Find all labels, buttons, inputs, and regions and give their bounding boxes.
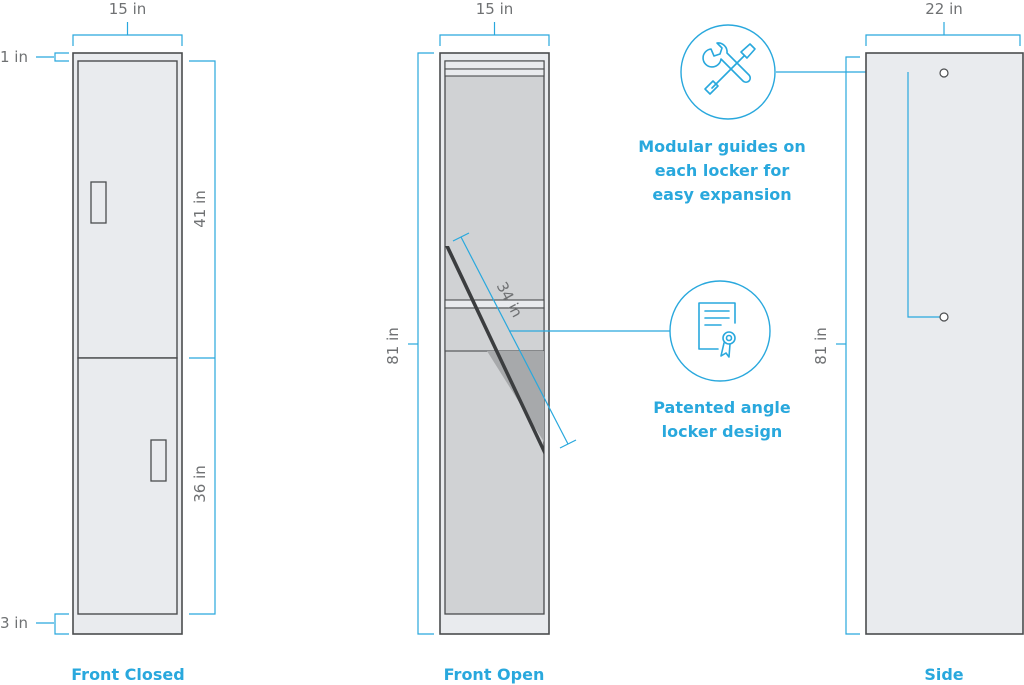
width-dimension-line bbox=[72, 22, 183, 46]
top-gap-bracket bbox=[36, 52, 69, 62]
patent-text-line-2: locker design bbox=[662, 422, 783, 441]
width-dimension-line bbox=[865, 22, 1021, 46]
door-height-dimension-line bbox=[189, 60, 216, 615]
side-height-label: 81 in bbox=[812, 327, 830, 365]
top-gap-label: 1 in bbox=[0, 48, 28, 66]
top-shelf-lip bbox=[444, 68, 545, 77]
caption-front-open: Front Open bbox=[444, 665, 545, 684]
width-dimension-line bbox=[439, 22, 550, 46]
caption-front-closed: Front Closed bbox=[71, 665, 184, 684]
front-open-height-label: 81 in bbox=[384, 327, 402, 365]
modular-text-line-1: Modular guides on bbox=[638, 137, 806, 156]
lower-guide-point bbox=[939, 312, 949, 322]
height-dimension-line bbox=[836, 56, 860, 635]
bottom-gap-bracket bbox=[36, 613, 69, 635]
bottom-gap-label: 3 in bbox=[0, 614, 28, 632]
angle-panel-dimension-line bbox=[452, 232, 577, 449]
front-open-view: 15 in 81 in 34 in Front Open bbox=[384, 0, 577, 684]
upper-guide-point bbox=[939, 68, 949, 78]
modular-callout: Modular guides on each locker for easy e… bbox=[638, 24, 944, 204]
modular-text-line-2: each locker for bbox=[655, 161, 790, 180]
side-width-label: 22 in bbox=[925, 0, 963, 18]
locker-side-panel bbox=[865, 52, 1024, 635]
front-closed-view: 15 in 1 in 3 in 41 in 36 in Front Closed bbox=[0, 0, 216, 684]
height-dimension-line bbox=[408, 52, 434, 635]
side-view: 22 in 81 in Side bbox=[812, 0, 1024, 684]
upper-door-height-label: 41 in bbox=[191, 190, 209, 228]
upper-door-handle bbox=[90, 181, 107, 224]
lower-door bbox=[77, 357, 178, 615]
angle-divider-panel bbox=[445, 246, 544, 455]
patent-callout: Patented angle locker design bbox=[509, 280, 791, 441]
front-open-width-label: 15 in bbox=[476, 0, 514, 18]
caption-side: Side bbox=[924, 665, 963, 684]
modular-guide-lines bbox=[907, 72, 944, 318]
modular-text-line-3: easy expansion bbox=[652, 185, 791, 204]
patent-text-line-1: Patented angle bbox=[653, 398, 791, 417]
certificate-icon bbox=[698, 302, 736, 358]
wrench-screwdriver-icon bbox=[702, 42, 756, 95]
lower-door-handle bbox=[150, 439, 167, 482]
top-shelf bbox=[444, 60, 545, 70]
front-closed-width-label: 15 in bbox=[109, 0, 147, 18]
certificate-icon-circle bbox=[669, 280, 771, 382]
lower-door-height-label: 36 in bbox=[191, 465, 209, 503]
